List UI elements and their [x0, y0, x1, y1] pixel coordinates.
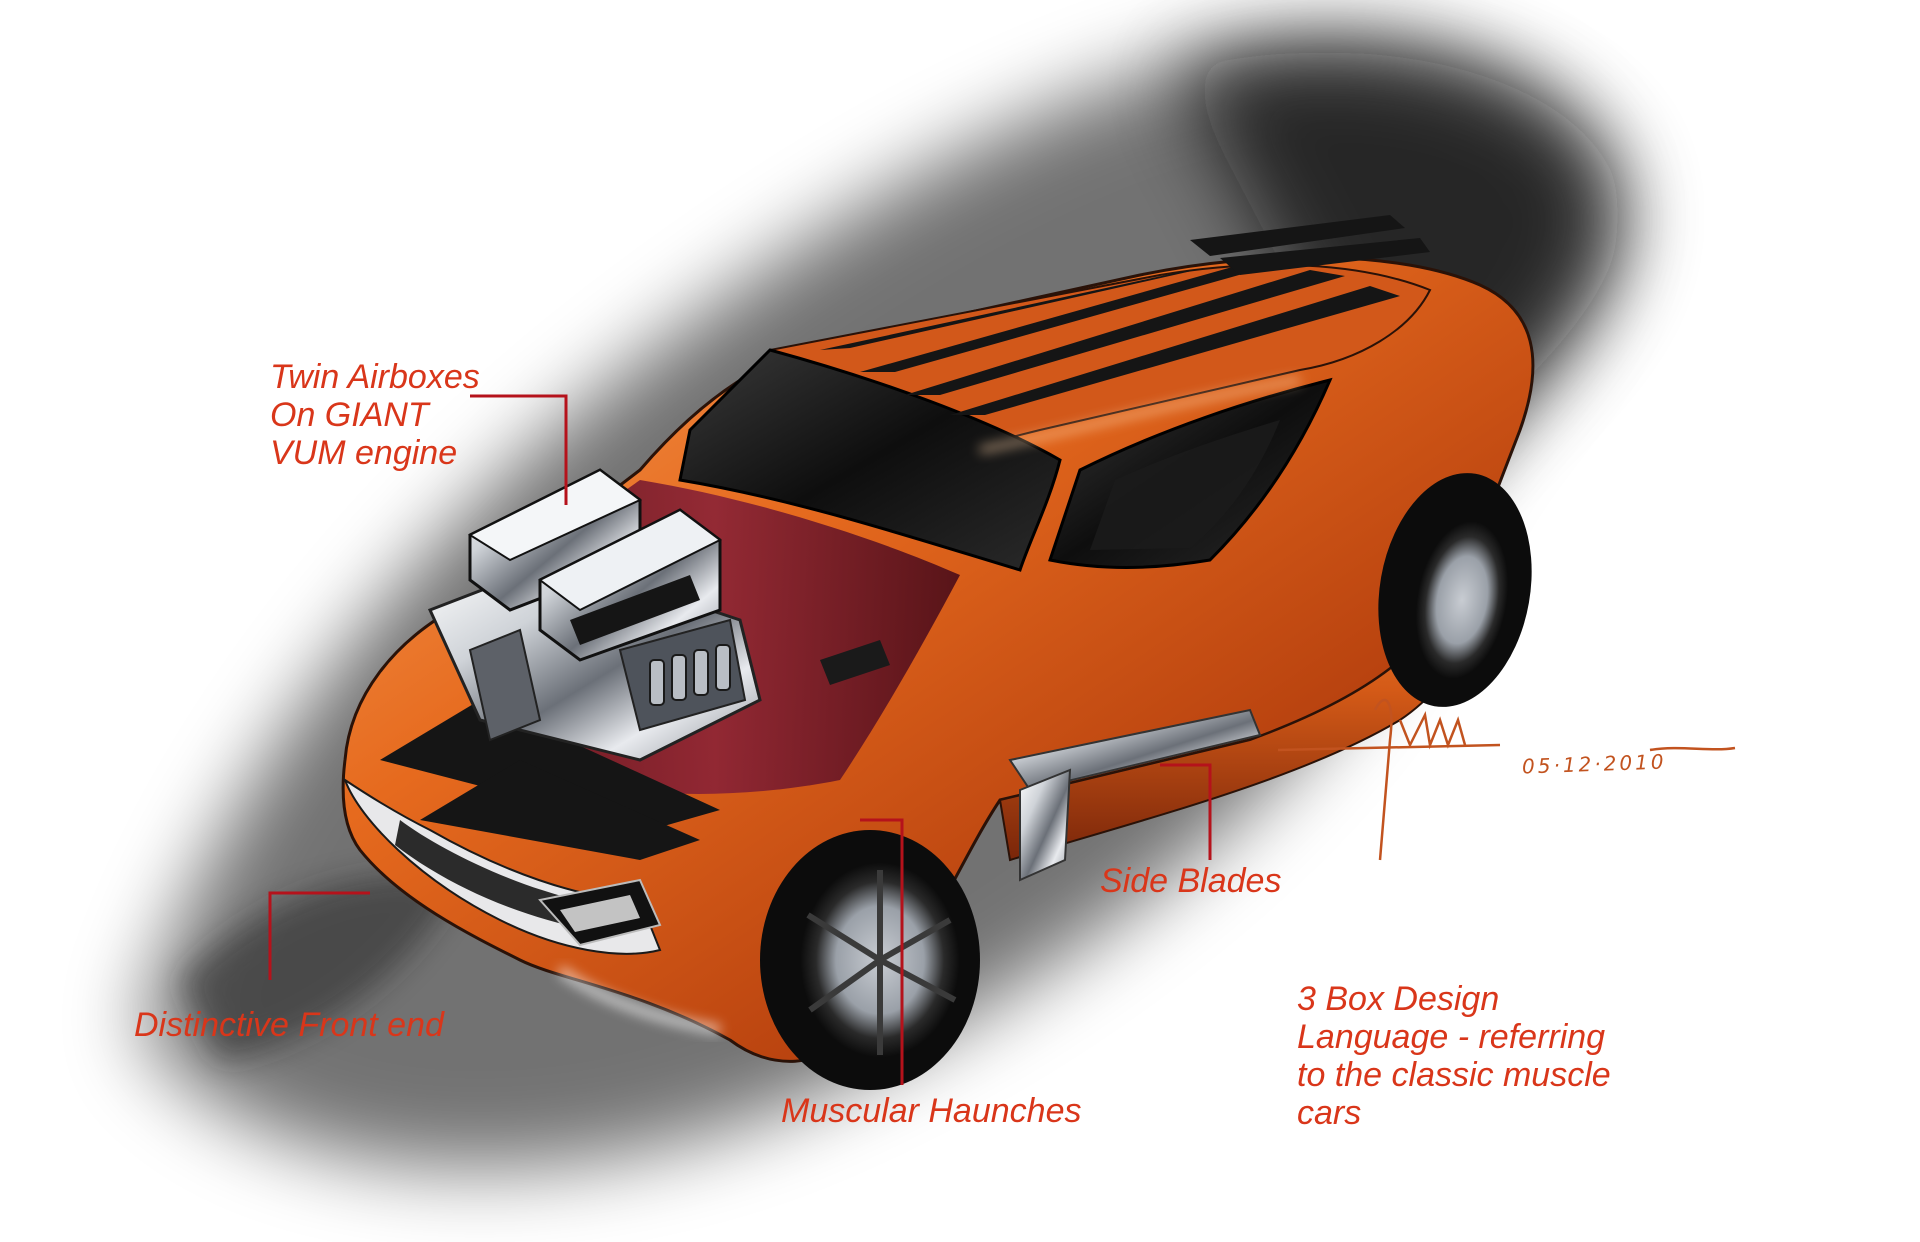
annotation-front-end: Distinctive Front end: [134, 1006, 444, 1044]
muscle-car-sketch: [341, 215, 1535, 1090]
artist-signature: [1277, 698, 1736, 861]
annotation-line: 3 Box Design: [1297, 980, 1500, 1018]
racing-stripes: [380, 215, 1430, 860]
rear-wheel: [1378, 473, 1532, 707]
leader-airboxes: [470, 394, 568, 505]
front-wheel: [760, 830, 980, 1090]
annotation-side-blades: Side Blades: [1100, 862, 1282, 900]
side-blade-chrome: [1008, 708, 1262, 792]
windshield: [678, 348, 1062, 572]
leader-haunches: [860, 818, 904, 1085]
annotation-line: Language - referring: [1297, 1018, 1606, 1056]
leader-lines: [268, 394, 1212, 1085]
airbox-right: [538, 508, 722, 662]
annotation-haunches: Muscular Haunches: [781, 1092, 1082, 1130]
leader-blades: [1160, 763, 1212, 860]
annotation-twin-airboxes: Twin Airboxes On GIANT VUM engine: [270, 358, 480, 472]
hood-vent: [820, 640, 890, 685]
vum-engine: [427, 468, 762, 762]
signature-date: 05·12·2010: [1521, 749, 1667, 779]
annotation-line: cars: [1297, 1094, 1362, 1132]
annotation-3-box-design: 3 Box Design Language - referring to the…: [1297, 980, 1611, 1132]
leader-front: [268, 891, 370, 980]
annotation-line: On GIANT: [270, 396, 429, 434]
annotation-line: to the classic muscle: [1297, 1056, 1611, 1094]
annotation-line: VUM engine: [270, 434, 458, 472]
annotation-line: Twin Airboxes: [270, 358, 480, 396]
